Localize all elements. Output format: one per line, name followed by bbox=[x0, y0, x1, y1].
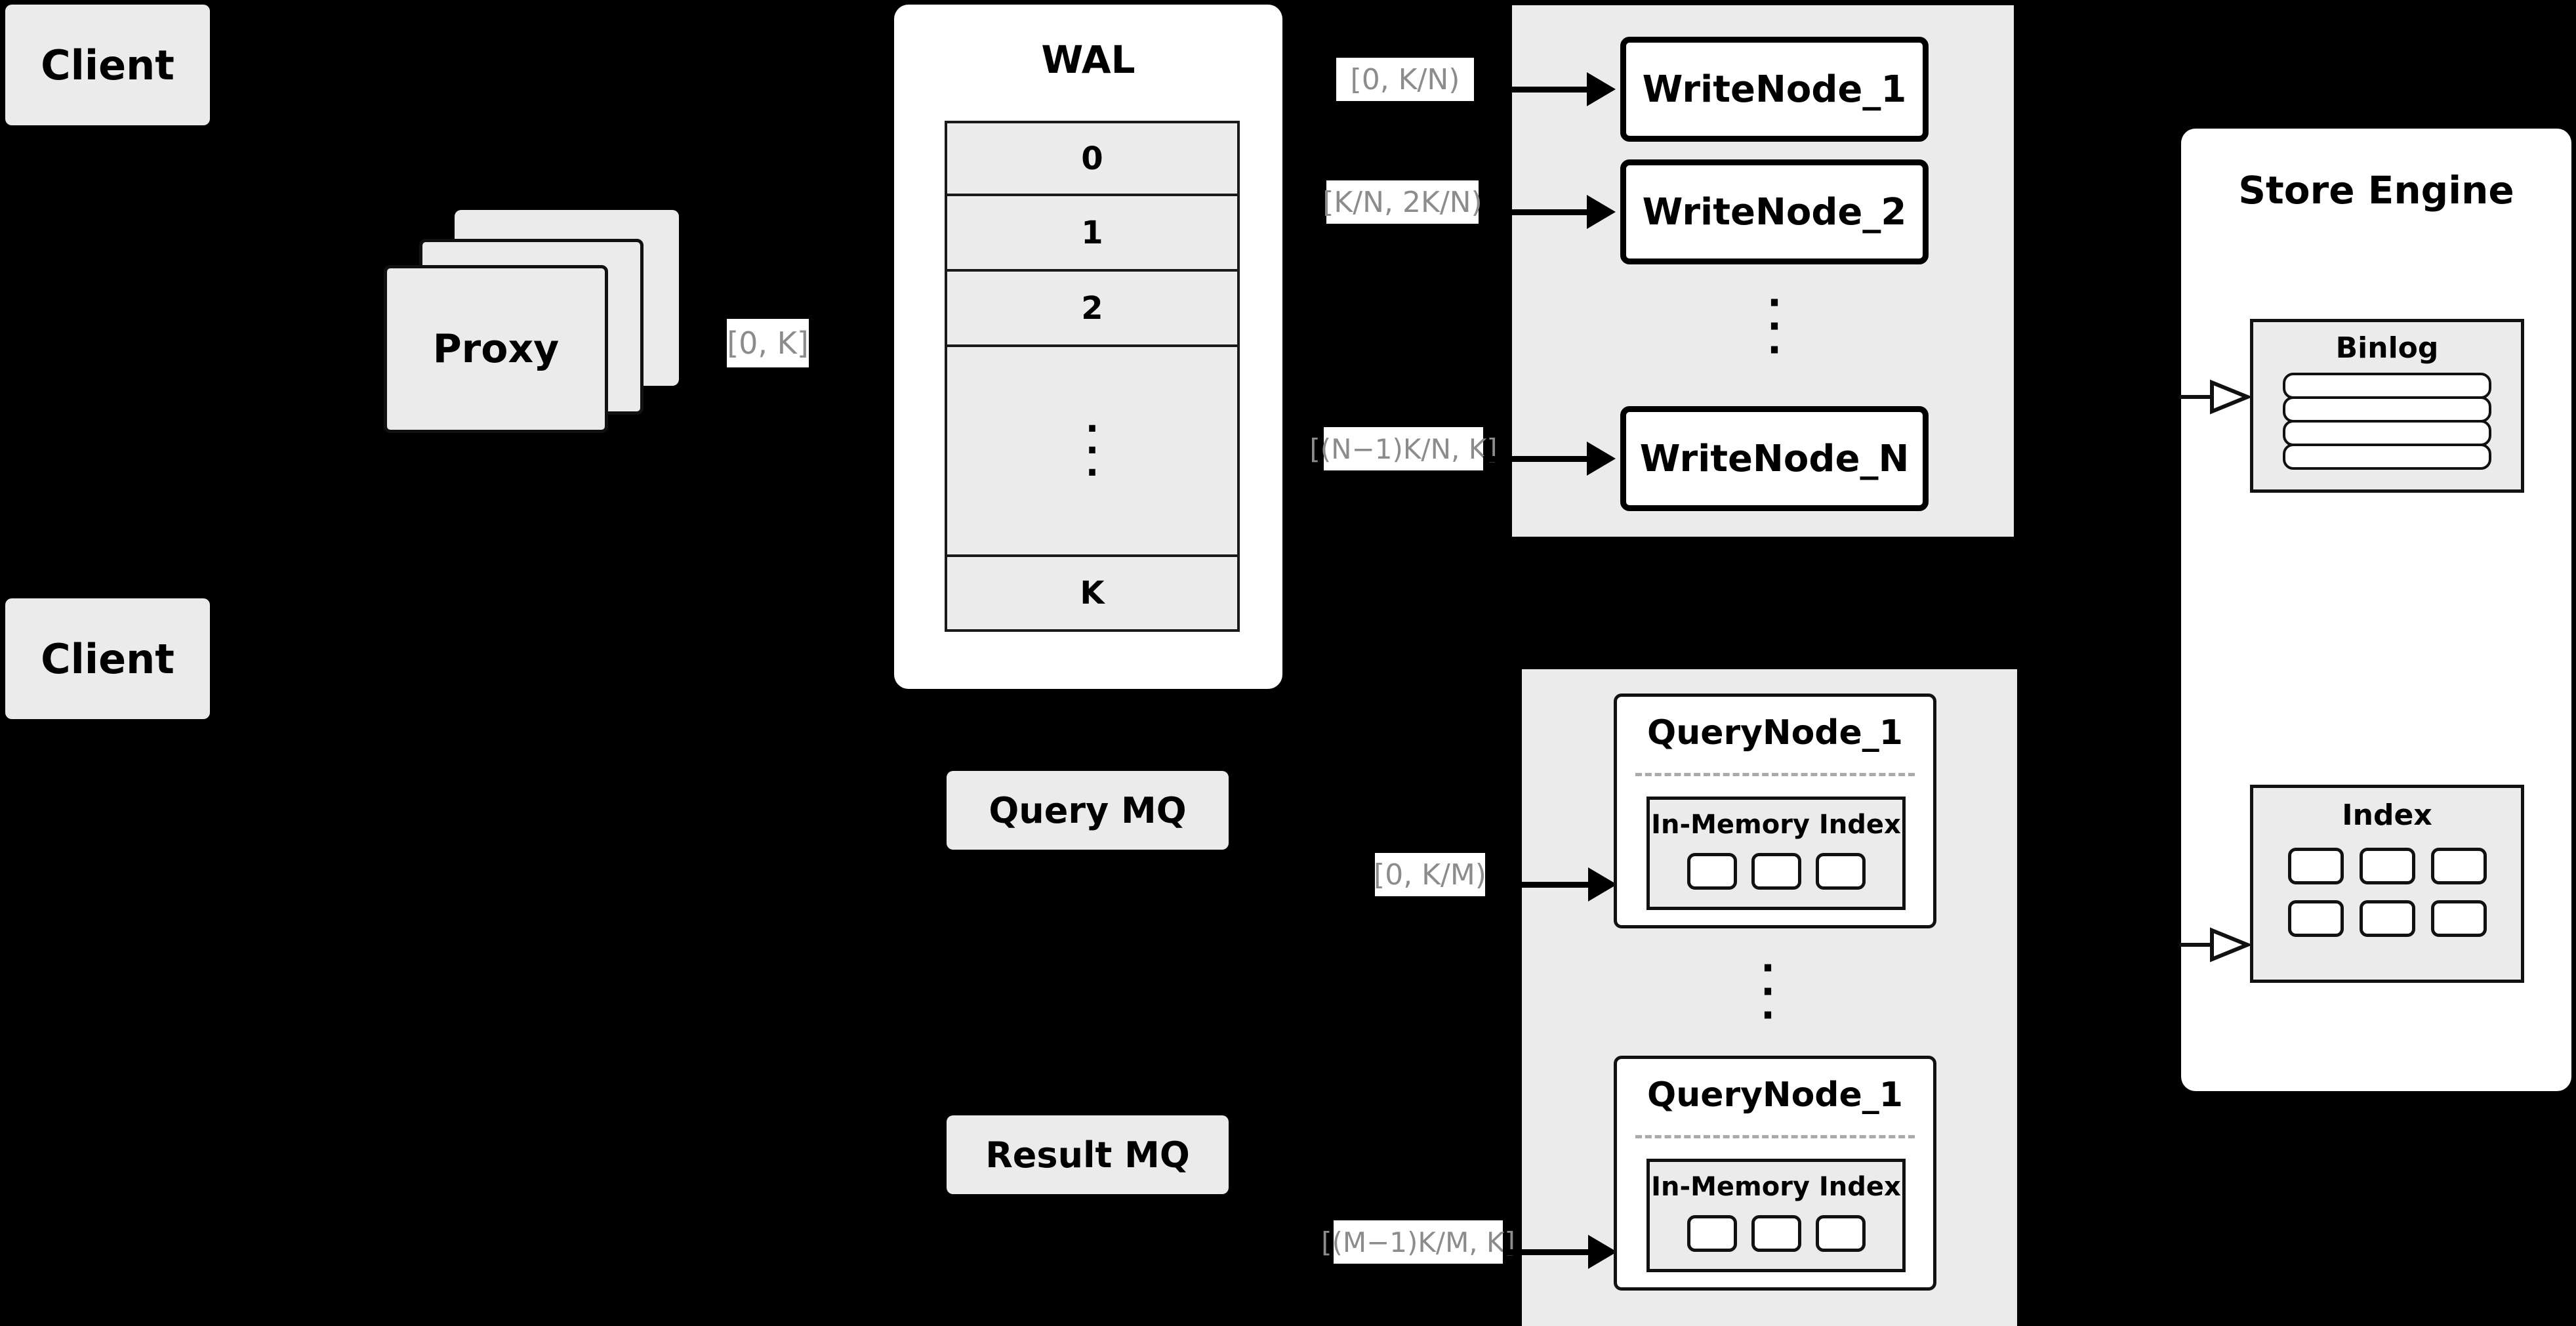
index-slot[interactable] bbox=[1751, 853, 1801, 890]
query-node-1-label: QueryNode_1 bbox=[1647, 713, 1903, 753]
store-index-slot[interactable] bbox=[2359, 848, 2415, 884]
wal-entry[interactable]: 2 bbox=[945, 272, 1240, 347]
write-node-1-label: WriteNode_1 bbox=[1642, 68, 1907, 111]
edge-label-query-node-1: [0, K/M) bbox=[1374, 853, 1486, 896]
query-node-m-index-label: In-Memory Index bbox=[1651, 1172, 1901, 1202]
write-node-ellipsis: · · · bbox=[1767, 280, 1782, 372]
store-engine-title: Store Engine bbox=[2238, 168, 2514, 213]
client-node-1[interactable]: Client bbox=[5, 5, 210, 125]
query-node-m-label: QueryNode_1 bbox=[1647, 1075, 1903, 1115]
client-node-1-label: Client bbox=[41, 41, 174, 89]
index-slot[interactable] bbox=[1687, 1215, 1737, 1252]
wal-entry[interactable]: 0 bbox=[945, 121, 1240, 196]
store-engine-panel: Store Engine Binlog Index bbox=[2181, 129, 2571, 1091]
edge-label-proxy-to-wal: [0, K] bbox=[727, 319, 809, 367]
index-slot[interactable] bbox=[1687, 853, 1737, 890]
wal-entry[interactable]: 1 bbox=[945, 196, 1240, 272]
proxy-node-label: Proxy bbox=[432, 326, 560, 372]
wal-title: WAL bbox=[1041, 37, 1135, 82]
result-mq-node[interactable]: Result MQ bbox=[947, 1115, 1229, 1194]
write-node-n[interactable]: WriteNode_N bbox=[1620, 406, 1929, 511]
proxy-stack[interactable]: Proxy bbox=[384, 210, 679, 433]
write-node-2-label: WriteNode_2 bbox=[1642, 190, 1907, 234]
store-index-slot[interactable] bbox=[2430, 848, 2487, 884]
arrow-to-write-node-2 bbox=[1479, 195, 1624, 229]
wal-entry-last[interactable]: K bbox=[945, 557, 1240, 632]
edge-label-query-node-m: [(M−1)K/M, K] bbox=[1321, 1220, 1515, 1264]
binlog-row[interactable] bbox=[2283, 396, 2491, 423]
wal-panel: WAL 0 1 2 · · · K bbox=[894, 5, 1282, 689]
query-node-1-index-label: In-Memory Index bbox=[1651, 810, 1901, 840]
index-box: Index bbox=[2250, 785, 2524, 983]
arrow-to-write-node-n bbox=[1483, 442, 1629, 476]
arrow-to-binlog bbox=[2179, 377, 2258, 417]
index-slot[interactable] bbox=[1815, 1215, 1866, 1252]
arrow-to-query-node-1 bbox=[1485, 867, 1631, 901]
client-node-2[interactable]: Client bbox=[5, 598, 210, 719]
query-node-ellipsis: · · · bbox=[1760, 945, 1776, 1037]
store-index-slot[interactable] bbox=[2287, 900, 2344, 937]
binlog-row[interactable] bbox=[2283, 420, 2491, 446]
query-node-m-in-memory-index: In-Memory Index bbox=[1646, 1159, 1906, 1272]
edge-label-write-node-n: [(N−1)K/N, K] bbox=[1309, 427, 1498, 470]
query-node-1[interactable]: QueryNode_1 In-Memory Index bbox=[1614, 694, 1936, 928]
query-node-1-in-memory-index: In-Memory Index bbox=[1646, 797, 1906, 910]
arrow-to-index bbox=[2179, 925, 2258, 964]
write-node-2[interactable]: WriteNode_2 bbox=[1620, 159, 1929, 264]
edge-label-write-node-2: [K/N, 2K/N) bbox=[1322, 180, 1482, 224]
store-index-slot[interactable] bbox=[2287, 848, 2344, 884]
binlog-row[interactable] bbox=[2283, 444, 2491, 470]
index-title: Index bbox=[2342, 798, 2432, 832]
binlog-title: Binlog bbox=[2335, 331, 2439, 365]
proxy-node[interactable]: Proxy bbox=[384, 265, 608, 433]
index-slot[interactable] bbox=[1815, 853, 1866, 890]
result-mq-label: Result MQ bbox=[985, 1134, 1190, 1176]
store-index-slot[interactable] bbox=[2430, 900, 2487, 937]
arrow-to-query-node-m bbox=[1503, 1235, 1648, 1269]
edge-label-write-node-1: [0, K/N) bbox=[1336, 58, 1474, 101]
store-index-slot[interactable] bbox=[2359, 900, 2415, 937]
query-node-1-separator bbox=[1635, 773, 1915, 776]
wal-entry-list: 0 1 2 · · · K bbox=[945, 121, 1240, 632]
write-node-n-label: WriteNode_N bbox=[1639, 437, 1910, 480]
query-mq-node[interactable]: Query MQ bbox=[947, 771, 1229, 850]
query-mq-label: Query MQ bbox=[989, 789, 1187, 831]
binlog-row[interactable] bbox=[2283, 373, 2491, 399]
wal-entry-ellipsis: · · · bbox=[945, 347, 1240, 557]
arrow-to-write-node-1 bbox=[1474, 72, 1620, 106]
write-node-1[interactable]: WriteNode_1 bbox=[1620, 37, 1929, 142]
client-node-2-label: Client bbox=[41, 634, 174, 683]
index-slot[interactable] bbox=[1751, 1215, 1801, 1252]
binlog-box: Binlog bbox=[2250, 319, 2524, 493]
query-node-m[interactable]: QueryNode_1 In-Memory Index bbox=[1614, 1056, 1936, 1291]
query-node-m-separator bbox=[1635, 1135, 1915, 1138]
